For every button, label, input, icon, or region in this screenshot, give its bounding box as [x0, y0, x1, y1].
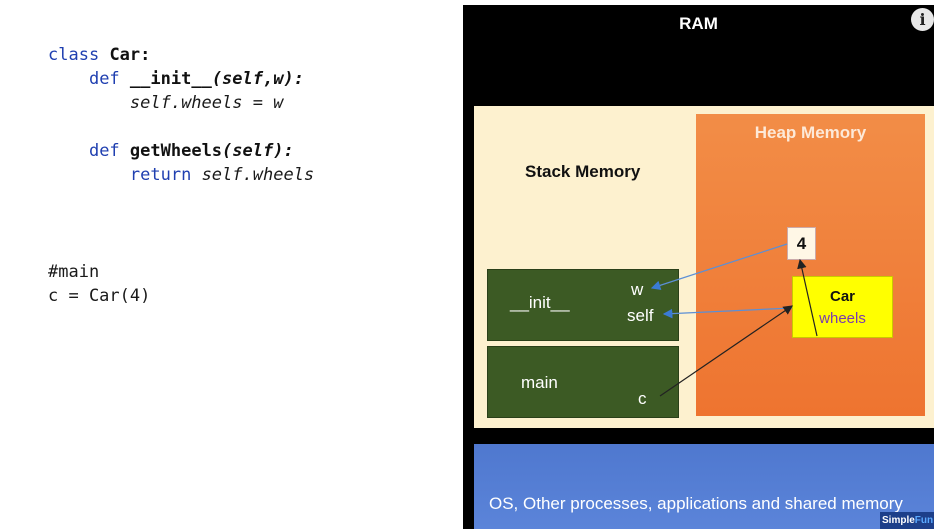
info-icon[interactable]: i	[911, 8, 934, 31]
arrow-wheels-to-value	[797, 258, 818, 337]
car-object-title: Car	[829, 288, 855, 305]
method-init-name: __init__	[129, 69, 212, 89]
code-line-class: class Car:	[48, 43, 150, 67]
simplefun-logo: SimpleFun	[880, 512, 934, 529]
code-line-return: return self.wheels	[48, 163, 314, 187]
code-comment-main: #main	[48, 262, 100, 282]
car-object-box: Car wheels	[792, 276, 893, 338]
method-getwheels-args: (self):	[222, 141, 294, 161]
heap-memory-region	[696, 114, 925, 416]
method-init-args: (self,w):	[211, 69, 304, 89]
car-object-field: wheels	[819, 310, 866, 327]
frame-var-w: w	[631, 280, 644, 299]
class-name: Car:	[109, 45, 151, 65]
keyword-return: return	[129, 165, 192, 185]
stack-memory-label: Stack Memory	[525, 162, 641, 181]
code-line-init: def __init__(self,w):	[48, 67, 304, 91]
frame-main-name: main	[521, 373, 558, 392]
stack-frame-init	[487, 269, 679, 341]
ram-title: RAM	[679, 14, 718, 33]
code-line-getwheels: def getWheels(self):	[48, 139, 294, 163]
frame-var-self: self	[627, 306, 654, 325]
logo-text-simple: Simple	[882, 515, 915, 526]
keyword-def-getwheels: def	[88, 141, 120, 161]
arrow-c-to-car	[659, 305, 793, 397]
os-memory-region	[474, 444, 934, 529]
keyword-class: class	[48, 45, 100, 65]
frame-init-name: __init__	[510, 293, 570, 312]
code-line-main: c = Car(4)	[48, 286, 151, 306]
heap-memory-label: Heap Memory	[754, 123, 867, 142]
os-memory-label: OS, Other processes, applications and sh…	[489, 494, 903, 513]
keyword-def-init: def	[88, 69, 120, 89]
stack-frame-main	[487, 346, 679, 418]
assign-statement: self.wheels = w	[129, 93, 284, 113]
arrow-w-to-value	[650, 243, 788, 290]
return-expression: self.wheels	[201, 165, 315, 185]
heap-value-box: 4	[787, 227, 816, 260]
method-getwheels-name: getWheels	[129, 141, 223, 161]
code-line-assign: self.wheels = w	[48, 91, 284, 115]
frame-var-c: c	[638, 389, 647, 408]
logo-text-fun: Fun	[914, 515, 934, 526]
arrow-self-to-car	[662, 307, 793, 319]
